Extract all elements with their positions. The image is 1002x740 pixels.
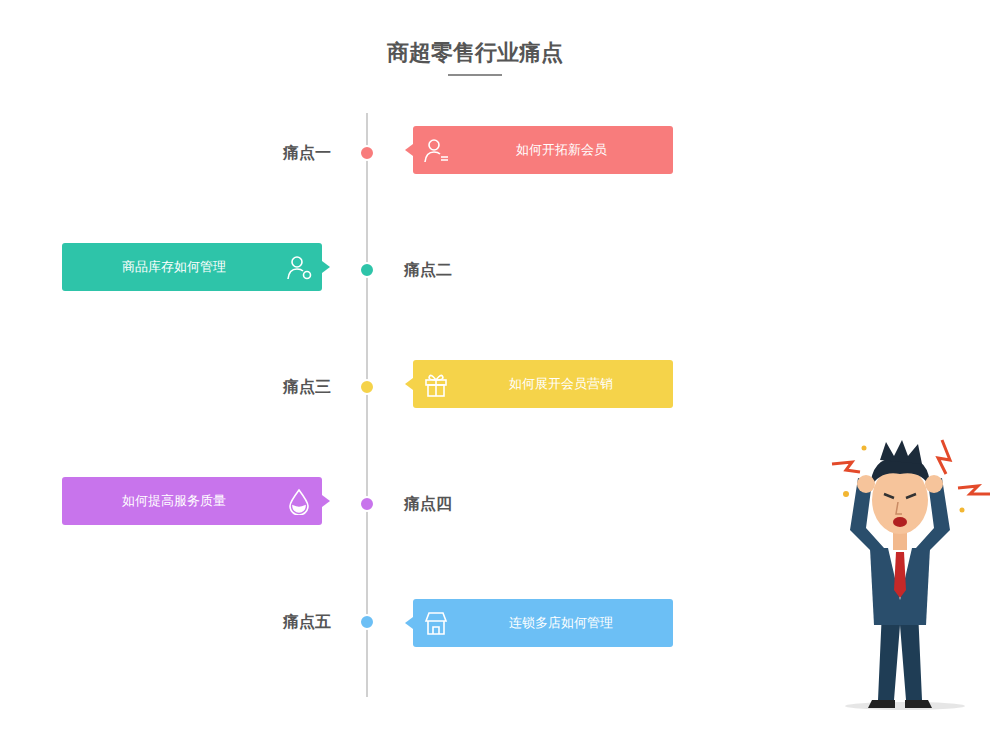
- box-pointer: [405, 378, 413, 390]
- box-text: 商品库存如何管理: [122, 258, 226, 276]
- pain-point-box: 连锁多店如何管理: [413, 599, 673, 647]
- pain-point-box: 如何展开会员营销: [413, 360, 673, 408]
- box-pointer: [322, 261, 330, 273]
- box-icon: [422, 370, 450, 398]
- pain-point-label: 痛点一: [283, 143, 331, 163]
- box-icon: [422, 136, 450, 164]
- pain-point-label: 痛点五: [283, 612, 331, 632]
- stressed-man-illustration: [832, 440, 990, 710]
- pain-point-box: 如何提高服务质量: [62, 477, 322, 525]
- box-text: 如何展开会员营销: [509, 375, 613, 393]
- box-pointer: [322, 495, 330, 507]
- timeline-axis: [366, 113, 368, 697]
- box-pointer: [405, 617, 413, 629]
- timeline-dots: [360, 146, 374, 629]
- title-underline: [448, 74, 502, 76]
- diagram-title: 商超零售行业痛点: [0, 38, 950, 68]
- pain-point-label: 痛点三: [283, 377, 331, 397]
- pain-point-label: 痛点二: [404, 260, 452, 280]
- box-text: 连锁多店如何管理: [509, 614, 613, 632]
- box-pointer: [405, 144, 413, 156]
- pain-point-label: 痛点四: [404, 494, 452, 514]
- box-text: 如何开拓新会员: [516, 141, 607, 159]
- box-icon: [285, 253, 313, 281]
- pain-point-box: 如何开拓新会员: [413, 126, 673, 174]
- pain-point-box: 商品库存如何管理: [62, 243, 322, 291]
- box-text: 如何提高服务质量: [122, 492, 226, 510]
- box-icon: [422, 609, 450, 637]
- box-icon: [285, 487, 313, 515]
